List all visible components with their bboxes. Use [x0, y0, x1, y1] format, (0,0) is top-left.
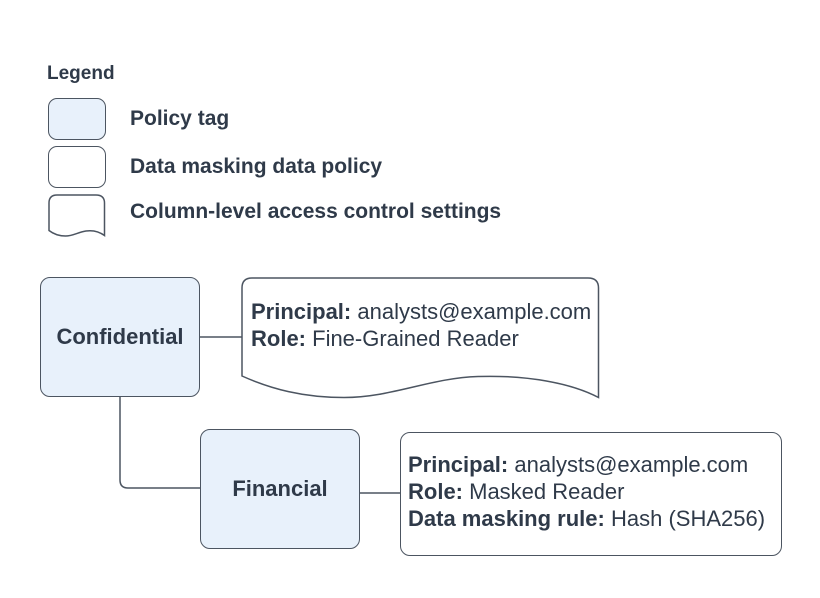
- data-masking-policy-fields: Principal: analysts@example.com Role: Ma…: [408, 451, 765, 532]
- legend-item-data-masking-policy: Data masking data policy: [130, 155, 383, 178]
- policy-tag-confidential: Confidential: [40, 277, 200, 397]
- field-principal-value: analysts@example.com: [357, 299, 592, 324]
- field-role: Role: Fine-Grained Reader: [251, 325, 591, 352]
- field-masking-rule-label: Data masking rule:: [408, 506, 605, 531]
- legend-item-policy-tag: Policy tag: [130, 107, 230, 130]
- field-role-value: Fine-Grained Reader: [312, 326, 519, 351]
- document-shape-icon: [241, 277, 600, 399]
- legend-title: Legend: [47, 63, 115, 84]
- field-role-value: Masked Reader: [469, 479, 625, 504]
- field-principal: Principal: analysts@example.com: [408, 451, 765, 478]
- access-control-settings-card: Principal: analysts@example.com Role: Fi…: [241, 277, 601, 402]
- field-principal-value: analysts@example.com: [514, 452, 749, 477]
- legend-item-column-access-settings: Column-level access control settings: [130, 200, 502, 223]
- field-role-label: Role:: [408, 479, 463, 504]
- field-masking-rule: Data masking rule: Hash (SHA256): [408, 505, 765, 532]
- field-principal: Principal: analysts@example.com: [251, 298, 591, 325]
- data-masking-policy-swatch-icon: [48, 146, 106, 188]
- field-role-label: Role:: [251, 326, 306, 351]
- data-masking-policy-card: Principal: analysts@example.com Role: Ma…: [400, 432, 782, 556]
- field-role: Role: Masked Reader: [408, 478, 765, 505]
- column-access-settings-swatch-icon: [48, 194, 106, 237]
- policy-tag-swatch-icon: [48, 98, 106, 140]
- field-masking-rule-value: Hash (SHA256): [610, 506, 766, 531]
- policy-tag-financial-label: Financial: [232, 476, 328, 501]
- field-principal-label: Principal:: [251, 299, 352, 324]
- connector-confidential-to-financial: [119, 397, 200, 489]
- field-principal-label: Principal:: [408, 452, 509, 477]
- access-control-settings-fields: Principal: analysts@example.com Role: Fi…: [251, 298, 591, 352]
- policy-tag-confidential-label: Confidential: [56, 324, 184, 349]
- policy-tag-financial: Financial: [200, 429, 360, 549]
